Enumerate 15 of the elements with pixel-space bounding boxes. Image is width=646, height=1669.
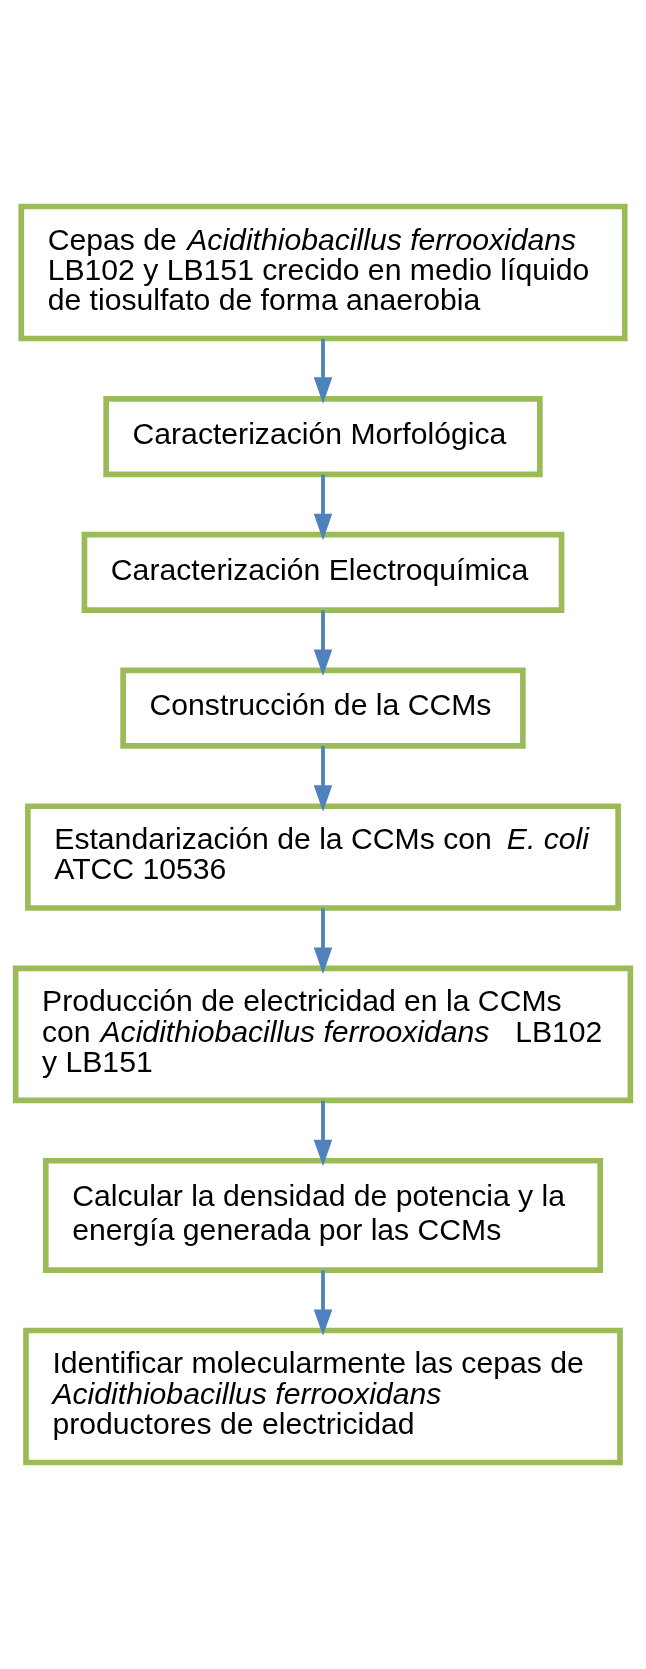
node-box: Calcular la densidad de potencia y la energía generada por las CCMs bbox=[42, 1157, 604, 1273]
arrow bbox=[313, 745, 333, 812]
node-box: Identificar molecularmente las cepas de Acidithiobacillus ferrooxidans productores de electricidad bbox=[23, 1327, 623, 1466]
arrow bbox=[313, 908, 333, 974]
node-box: Estandarización de la CCMs con E. coli ATCC 10536 bbox=[25, 803, 621, 911]
arrow bbox=[313, 338, 333, 404]
node-box: Construcción de la CCMs bbox=[120, 667, 526, 749]
arrow bbox=[313, 1270, 333, 1336]
arrow bbox=[313, 610, 333, 676]
arrow bbox=[313, 1100, 333, 1167]
node-box: Caracterización Electroquímica bbox=[81, 531, 565, 613]
arrow bbox=[313, 474, 333, 541]
node-box: Caracterización Morfológica bbox=[103, 396, 543, 478]
node-box: Producción de electricidad en la CCMs con Acidithiobacillus ferrooxidans LB102 y LB151 bbox=[12, 965, 634, 1104]
node-box: Cepas de Acidithiobacillus ferrooxidans LB102 y LB151 crecido en medio líquido de tiosulfato de forma anaerobia bbox=[18, 203, 628, 342]
